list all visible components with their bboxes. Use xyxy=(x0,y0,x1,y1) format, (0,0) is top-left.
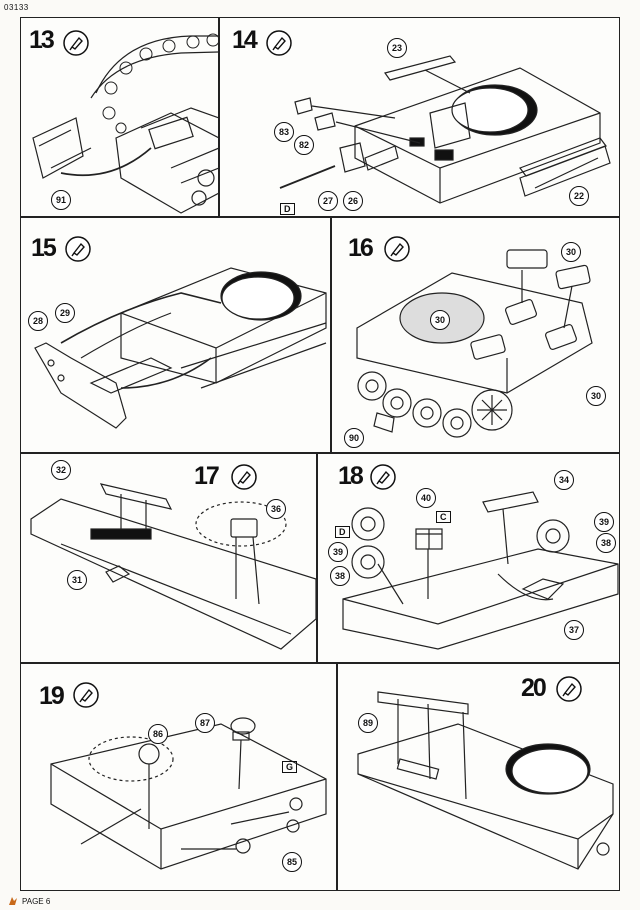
step-14-illustration xyxy=(279,55,611,204)
step-number: 13 xyxy=(29,26,55,54)
step-number: 16 xyxy=(348,234,374,262)
part-callout: 22 xyxy=(569,186,589,206)
part-callout: 34 xyxy=(554,470,574,490)
step-17-illustration xyxy=(30,483,316,650)
step-number: 18 xyxy=(338,462,364,490)
step-number: 17 xyxy=(194,462,220,490)
glue-icon xyxy=(384,236,410,262)
brand-logo-icon xyxy=(9,897,17,905)
part-callout: 39 xyxy=(594,512,614,532)
glue-icon xyxy=(231,464,257,490)
glue-icon xyxy=(65,236,91,262)
page-footer: PAGE 6 xyxy=(8,896,50,906)
part-flag: C xyxy=(436,511,451,523)
part-callout: 23 xyxy=(387,38,407,58)
step-panel-18: 18 34 40 39 38 39 38 37 D C xyxy=(317,453,620,663)
step-number: 19 xyxy=(39,682,65,710)
part-callout: 91 xyxy=(51,190,71,210)
step-panel-19: 19 87 86 85 G xyxy=(20,663,337,891)
step-18-illustration xyxy=(342,491,619,650)
document-id: 03133 xyxy=(4,3,29,12)
part-callout: 40 xyxy=(416,488,436,508)
part-callout: 36 xyxy=(266,499,286,519)
step-panel-14: 14 23 83 82 27 26 22 D xyxy=(219,17,620,217)
part-flag: D xyxy=(335,526,350,538)
step-number: 14 xyxy=(232,26,258,54)
part-callout: 39 xyxy=(328,542,348,562)
step-number: 20 xyxy=(521,674,547,702)
step-13-illustration xyxy=(32,33,218,214)
glue-icon xyxy=(266,30,292,56)
part-callout: 30 xyxy=(561,242,581,262)
part-callout: 89 xyxy=(358,713,378,733)
page-label: PAGE 6 xyxy=(22,896,51,906)
part-callout: 90 xyxy=(344,428,364,448)
step-number: 15 xyxy=(31,234,57,262)
part-callout: 38 xyxy=(330,566,350,586)
part-callout: 31 xyxy=(67,570,87,590)
part-callout: 82 xyxy=(294,135,314,155)
part-flag: G xyxy=(282,761,298,773)
part-callout: 27 xyxy=(318,191,338,211)
part-callout: 30 xyxy=(430,310,450,330)
glue-icon xyxy=(63,30,89,56)
step-19-illustration xyxy=(50,717,327,870)
part-callout: 83 xyxy=(274,122,294,142)
part-callout: 87 xyxy=(195,713,215,733)
glue-icon xyxy=(370,464,396,490)
part-callout: 29 xyxy=(55,303,75,323)
glue-icon xyxy=(556,676,582,702)
part-callout: 38 xyxy=(596,533,616,553)
step-panel-16: 16 30 30 30 90 xyxy=(331,217,620,453)
part-flag: D xyxy=(280,203,295,215)
step-panel-15: 15 28 29 xyxy=(20,217,331,453)
part-callout: 85 xyxy=(282,852,302,872)
part-callout: 86 xyxy=(148,724,168,744)
step-15-illustration xyxy=(34,267,327,429)
step-panel-13: 13 91 xyxy=(20,17,219,217)
part-callout: 30 xyxy=(586,386,606,406)
part-callout: 28 xyxy=(28,311,48,331)
part-callout: 26 xyxy=(343,191,363,211)
part-callout: 37 xyxy=(564,620,584,640)
glue-icon xyxy=(73,682,99,708)
step-panel-20: 20 89 xyxy=(337,663,620,891)
step-panel-17: 17 32 36 31 xyxy=(20,453,317,663)
part-callout: 32 xyxy=(51,460,71,480)
step-20-illustration xyxy=(357,691,614,870)
